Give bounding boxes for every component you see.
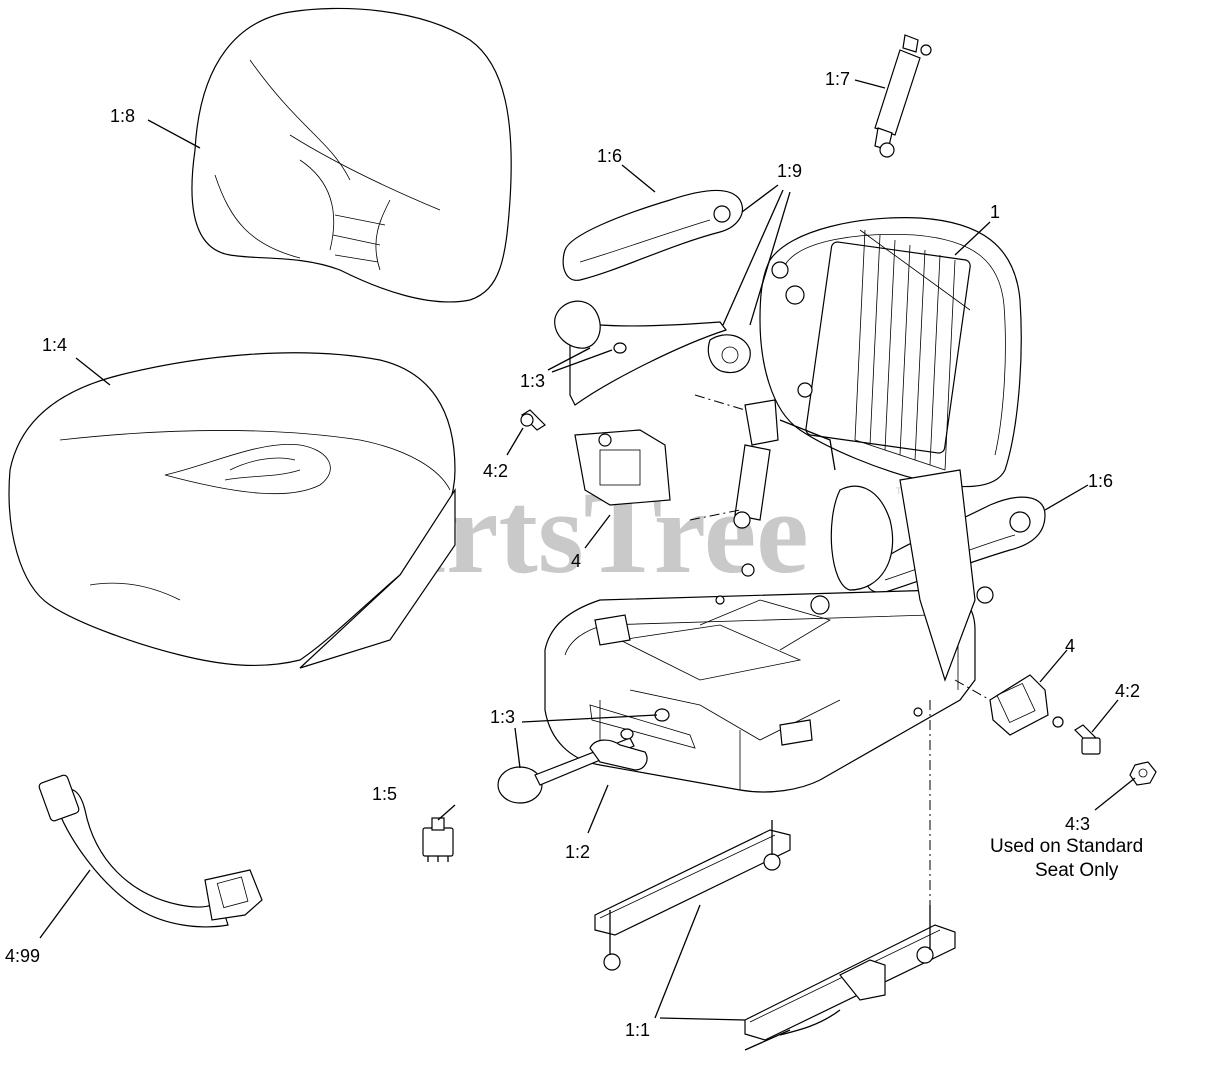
callout-1-7[interactable]: 1:7 xyxy=(825,69,850,89)
seat-cushion-part[interactable] xyxy=(8,352,456,669)
assembly-lines xyxy=(689,394,991,905)
slide-rail-upper-part[interactable] xyxy=(594,820,791,971)
bracket-upper-part[interactable] xyxy=(574,429,671,506)
nut-part[interactable] xyxy=(1129,761,1157,786)
seat-back-frame-part[interactable] xyxy=(707,217,1022,488)
callout-1-1[interactable]: 1:1 xyxy=(625,1020,650,1040)
knob-upper-part[interactable] xyxy=(554,300,627,354)
callout-1-5[interactable]: 1:5 xyxy=(372,784,397,804)
lever-part[interactable] xyxy=(589,728,648,771)
tilt-linkage-part[interactable] xyxy=(733,399,836,529)
callout-1-2[interactable]: 1:2 xyxy=(565,842,590,862)
callout-4-2-upper[interactable]: 4:2 xyxy=(483,461,508,481)
callout-1-3-upper[interactable]: 1:3 xyxy=(520,371,545,391)
bolt-right-part[interactable] xyxy=(1074,724,1101,755)
callout-1-4[interactable]: 1:4 xyxy=(42,335,67,355)
callout-4-99[interactable]: 4:99 xyxy=(5,946,40,966)
seat-base-frame-part[interactable] xyxy=(544,469,994,793)
seat-belt-part[interactable] xyxy=(38,774,263,928)
seat-switch-part[interactable] xyxy=(422,817,454,862)
leader-lines xyxy=(39,79,1136,1021)
callout-1-8[interactable]: 1:8 xyxy=(110,106,135,126)
callout-4-3[interactable]: 4:3 xyxy=(1065,814,1090,834)
side-cover-part[interactable] xyxy=(569,319,727,406)
note-line-2: Seat Only xyxy=(1035,860,1119,881)
callout-4-lower[interactable]: 4 xyxy=(1065,636,1075,656)
callout-4-2-lower[interactable]: 4:2 xyxy=(1115,681,1140,701)
callout-1-9[interactable]: 1:9 xyxy=(777,161,802,181)
callout-labels: 1:8 1:4 1:6 1:9 1:7 1 1:3 4:2 4 1:6 4 4:… xyxy=(5,69,1143,1040)
slide-rail-lower-part[interactable] xyxy=(744,905,956,1051)
callout-1-3-lower[interactable]: 1:3 xyxy=(490,707,515,727)
bracket-right-part[interactable] xyxy=(989,674,1064,736)
callout-1-6-lower[interactable]: 1:6 xyxy=(1088,471,1113,491)
back-cushion-part[interactable] xyxy=(191,7,512,303)
armrest-left-part[interactable] xyxy=(562,189,743,281)
note-line-1: Used on Standard xyxy=(990,836,1143,857)
shock-absorber-part[interactable] xyxy=(874,34,932,158)
callout-1[interactable]: 1 xyxy=(990,202,1000,222)
callout-1-6-upper[interactable]: 1:6 xyxy=(597,146,622,166)
callout-4-upper[interactable]: 4 xyxy=(571,551,581,571)
bolt-upper-part[interactable] xyxy=(520,409,546,431)
